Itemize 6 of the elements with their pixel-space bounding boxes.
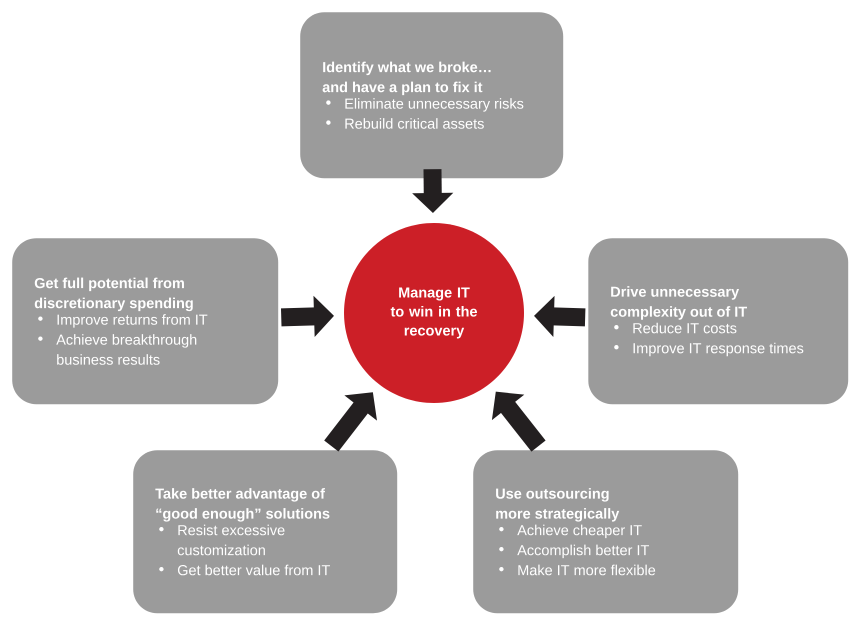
text-box: Get full potential from discretionary spending Improve returns from IT Achieve breakthrough business results (12, 238, 278, 404)
text-box: Drive unnecessary complexity out of IT Reduce IT costs Improve IT response times (588, 238, 848, 404)
text-box: Take better advantage of “good enough” solutions Resist excessive customization Get better value from IT (133, 450, 398, 614)
text-box: Identify what we broke… and have a plan to fix it Eliminate unnecessary risks Rebuild critical assets (300, 12, 564, 178)
block-arrow (492, 392, 546, 452)
text-box: Use outsourcing more strategically Achieve cheaper IT Accomplish better IT Make IT more flexible (473, 450, 738, 614)
